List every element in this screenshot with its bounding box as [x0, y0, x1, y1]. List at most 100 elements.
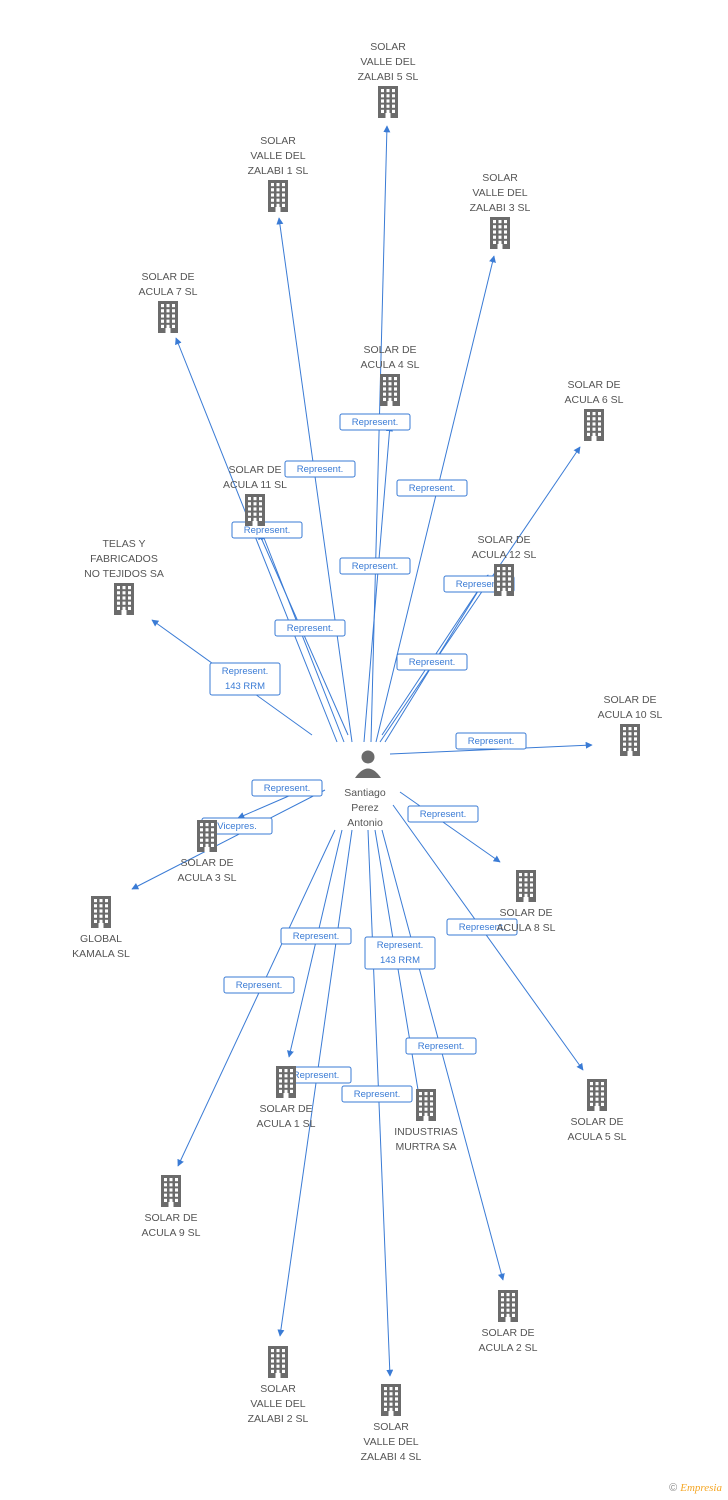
building-icon — [161, 1175, 181, 1207]
company-name-line: SOLAR — [260, 135, 296, 147]
company-name-line: ACULA 12 SL — [472, 549, 537, 561]
edge-label: Represent. — [396, 479, 468, 497]
edge-label: Represent. — [339, 413, 411, 431]
edge-label-text: Represent. — [468, 736, 514, 747]
company-name-line: ACULA 10 SL — [598, 709, 663, 721]
company-name-line: ZALABI 1 SL — [248, 165, 309, 177]
person-name-line: Santiago — [344, 787, 386, 799]
edge-to-acula9 — [177, 829, 336, 1167]
company-name-line: SOLAR DE — [603, 694, 656, 706]
edge-to-zalabi1 — [276, 217, 353, 743]
company-name-line: SOLAR — [482, 172, 518, 184]
edge-label-box — [396, 479, 468, 497]
building-icon — [380, 374, 400, 406]
company-name-line: SOLAR DE — [228, 464, 281, 476]
edge-label-box — [339, 557, 411, 575]
company-node-global[interactable]: GLOBAL KAMALA SL — [72, 896, 130, 960]
edge-label-text: Represent. — [236, 980, 282, 991]
edge-label-text: Represent. — [354, 1089, 400, 1100]
edge-label-box — [446, 918, 518, 936]
edge-label-box — [407, 805, 479, 823]
edge-label-text: Represent. — [297, 464, 343, 475]
edge-label: Represent. — [231, 521, 303, 539]
company-name-line: ACULA 8 SL — [497, 922, 556, 934]
company-name-line: NO TEJIDOS SA — [84, 568, 164, 580]
edge-label-box — [251, 779, 323, 797]
company-name-line: TELAS Y — [103, 538, 146, 550]
building-icon — [490, 217, 510, 249]
company-name-line: SOLAR DE — [363, 344, 416, 356]
company-name-line: ACULA 7 SL — [139, 286, 198, 298]
edge-label-box — [396, 653, 468, 671]
company-name-line: VALLE DEL — [360, 56, 415, 68]
company-node-acula11[interactable]: SOLAR DE ACULA 11 SL — [223, 464, 287, 526]
company-name-line: VALLE DEL — [472, 187, 527, 199]
company-node-acula4[interactable]: SOLAR DE ACULA 4 SL — [361, 344, 420, 406]
company-name-line: ACULA 4 SL — [361, 359, 420, 371]
edge-label: Represent. — [396, 653, 468, 671]
edge-label-box — [280, 927, 352, 945]
company-name-line: ACULA 11 SL — [223, 479, 287, 491]
building-icon — [494, 564, 514, 596]
company-name-line: ACULA 1 SL — [257, 1118, 316, 1130]
edge-labels-layer: Represent.Represent.Represent.Represent.… — [201, 413, 527, 1103]
company-name-line: VALLE DEL — [363, 1436, 418, 1448]
company-name-line: KAMALA SL — [72, 948, 130, 960]
company-node-zalabi3[interactable]: SOLAR VALLE DEL ZALABI 3 SL — [470, 172, 531, 249]
company-name-line: SOLAR DE — [259, 1103, 312, 1115]
edge-label: Represent. — [455, 732, 527, 750]
edge-label-text: Vicepres. — [217, 821, 256, 832]
edge-to-acula2 — [381, 829, 505, 1281]
company-name-line: FABRICADOS — [90, 553, 158, 565]
company-node-acula10[interactable]: SOLAR DE ACULA 10 SL — [598, 694, 663, 756]
building-icon — [197, 820, 217, 852]
company-node-zalabi1[interactable]: SOLAR VALLE DEL ZALABI 1 SL — [248, 135, 309, 212]
edge-label: Represent. — [341, 1085, 413, 1103]
edge-label-box — [364, 936, 436, 970]
edge-label: Represent. — [280, 1066, 352, 1084]
company-name-line: VALLE DEL — [250, 150, 305, 162]
company-node-telas[interactable]: TELAS Y FABRICADOS NO TEJIDOS SA — [84, 538, 164, 615]
edge-label: Represent.143 RRM — [209, 662, 281, 696]
edge-to-zalabi4 — [367, 829, 394, 1377]
edge-label-text: Represent. — [377, 940, 423, 951]
edge-label-text: Represent. — [456, 579, 502, 590]
company-name-line: ZALABI 3 SL — [470, 202, 531, 214]
company-name-line: ZALABI 4 SL — [361, 1451, 422, 1463]
edge-label-text: Represent. — [409, 483, 455, 494]
company-name-line: GLOBAL — [80, 933, 122, 945]
building-icon — [584, 409, 604, 441]
edge-label-text: Represent. — [293, 931, 339, 942]
company-name-line: SOLAR — [260, 1383, 296, 1395]
edge-label-box — [274, 619, 346, 637]
edge-label-box — [223, 976, 295, 994]
edge-label-text: Represent. — [420, 809, 466, 820]
company-name-line: SOLAR DE — [481, 1327, 534, 1339]
edge-label: Represent. — [339, 557, 411, 575]
edge-label-text: Represent. — [352, 417, 398, 428]
edge-label-box — [284, 460, 356, 478]
edge-label: Represent. — [407, 805, 479, 823]
edge-label-box — [341, 1085, 413, 1103]
edge-label: Represent. — [446, 918, 518, 936]
company-name-line: ACULA 9 SL — [142, 1227, 201, 1239]
edges-layer — [131, 125, 593, 1377]
company-node-acula1[interactable]: SOLAR DE ACULA 1 SL — [257, 1066, 316, 1130]
edge-to-acula8 — [399, 791, 501, 863]
edge-to-acula5 — [392, 804, 584, 1071]
copyright-symbol: © — [669, 1482, 678, 1494]
brand-logo[interactable]: Empresia — [680, 1482, 722, 1494]
